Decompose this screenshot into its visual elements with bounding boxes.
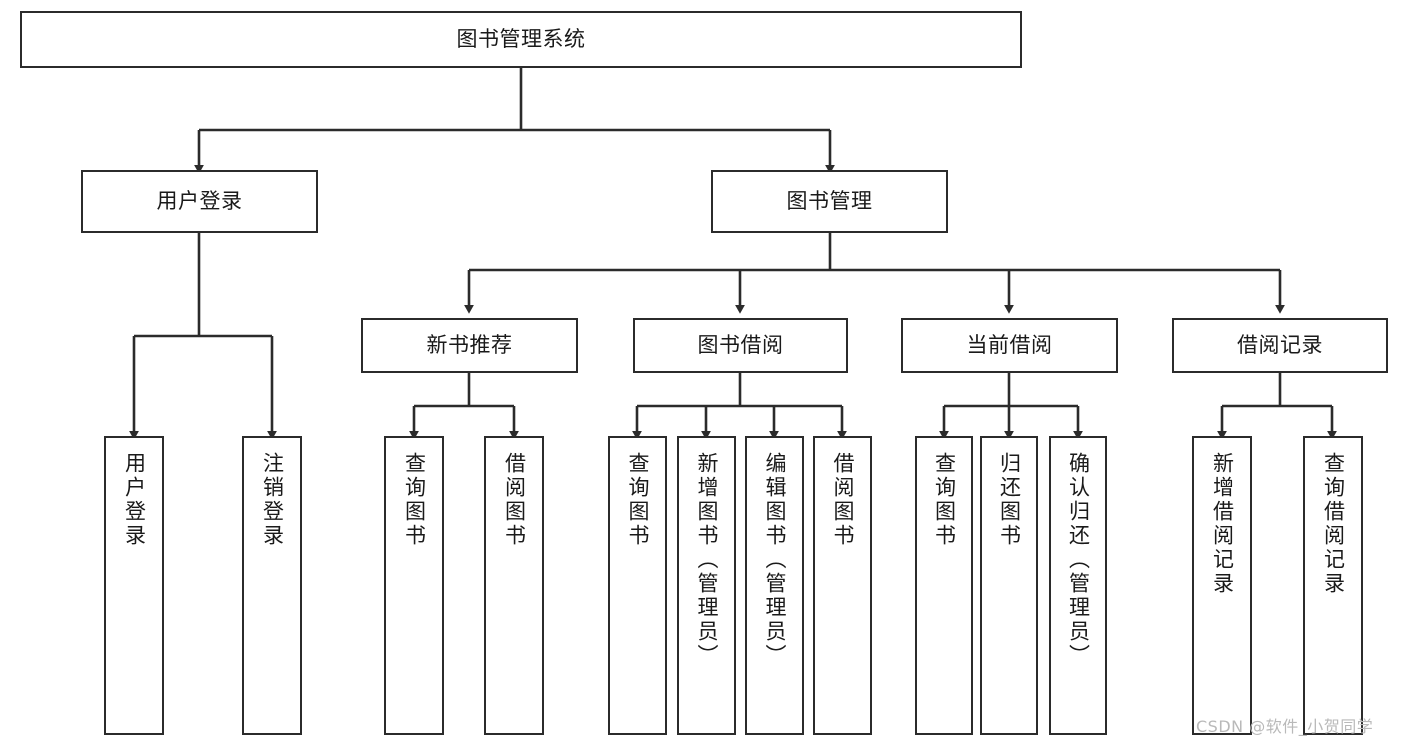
node-leaf-borrow-book-2-label: 借阅图书 — [831, 452, 855, 548]
node-leaf-add-book-admin-label: 新增图书（管理员） — [695, 452, 719, 668]
node-leaf-edit-book-admin[interactable]: 编辑图书（管理员） — [745, 436, 804, 735]
node-root[interactable]: 图书管理系统 — [20, 11, 1022, 68]
node-leaf-query-book-3[interactable]: 查询图书 — [915, 436, 973, 735]
node-leaf-query-book-3-label: 查询图书 — [932, 452, 957, 548]
node-book-manage-label: 图书管理 — [786, 188, 873, 213]
node-leaf-edit-book-admin-label: 编辑图书（管理员） — [763, 452, 787, 668]
node-leaf-query-borrow-record-label: 查询借阅记录 — [1321, 452, 1346, 596]
node-book-manage[interactable]: 图书管理 — [711, 170, 948, 233]
node-leaf-confirm-return-admin[interactable]: 确认归还（管理员） — [1049, 436, 1107, 735]
node-leaf-borrow-book-1[interactable]: 借阅图书 — [484, 436, 544, 735]
node-book-borrow[interactable]: 图书借阅 — [633, 318, 848, 373]
node-leaf-confirm-return-admin-label: 确认归还（管理员） — [1066, 452, 1091, 668]
node-leaf-query-borrow-record[interactable]: 查询借阅记录 — [1303, 436, 1363, 735]
node-leaf-logout-login[interactable]: 注销登录 — [242, 436, 302, 735]
node-new-book-recommend[interactable]: 新书推荐 — [361, 318, 578, 373]
node-leaf-return-book[interactable]: 归还图书 — [980, 436, 1038, 735]
node-leaf-query-book-1-label: 查询图书 — [402, 452, 427, 548]
node-leaf-query-book-2[interactable]: 查询图书 — [608, 436, 667, 735]
node-leaf-add-book-admin[interactable]: 新增图书（管理员） — [677, 436, 736, 735]
node-leaf-query-book-2-label: 查询图书 — [626, 452, 650, 548]
node-leaf-add-borrow-record[interactable]: 新增借阅记录 — [1192, 436, 1252, 735]
node-root-label: 图书管理系统 — [456, 26, 586, 51]
node-leaf-return-book-label: 归还图书 — [997, 452, 1022, 548]
node-borrow-record[interactable]: 借阅记录 — [1172, 318, 1388, 373]
node-current-borrow-label: 当前借阅 — [966, 332, 1053, 357]
node-leaf-borrow-book-2[interactable]: 借阅图书 — [813, 436, 872, 735]
node-leaf-user-login-label: 用户登录 — [122, 452, 147, 548]
node-leaf-borrow-book-1-label: 借阅图书 — [502, 452, 527, 548]
node-new-book-recommend-label: 新书推荐 — [426, 332, 513, 357]
node-user-login[interactable]: 用户登录 — [81, 170, 318, 233]
node-user-login-label: 用户登录 — [156, 188, 243, 213]
node-leaf-logout-login-label: 注销登录 — [260, 452, 285, 548]
node-book-borrow-label: 图书借阅 — [697, 332, 784, 357]
node-leaf-query-book-1[interactable]: 查询图书 — [384, 436, 444, 735]
node-current-borrow[interactable]: 当前借阅 — [901, 318, 1118, 373]
node-leaf-user-login[interactable]: 用户登录 — [104, 436, 164, 735]
node-leaf-add-borrow-record-label: 新增借阅记录 — [1210, 452, 1235, 596]
node-borrow-record-label: 借阅记录 — [1237, 332, 1323, 357]
